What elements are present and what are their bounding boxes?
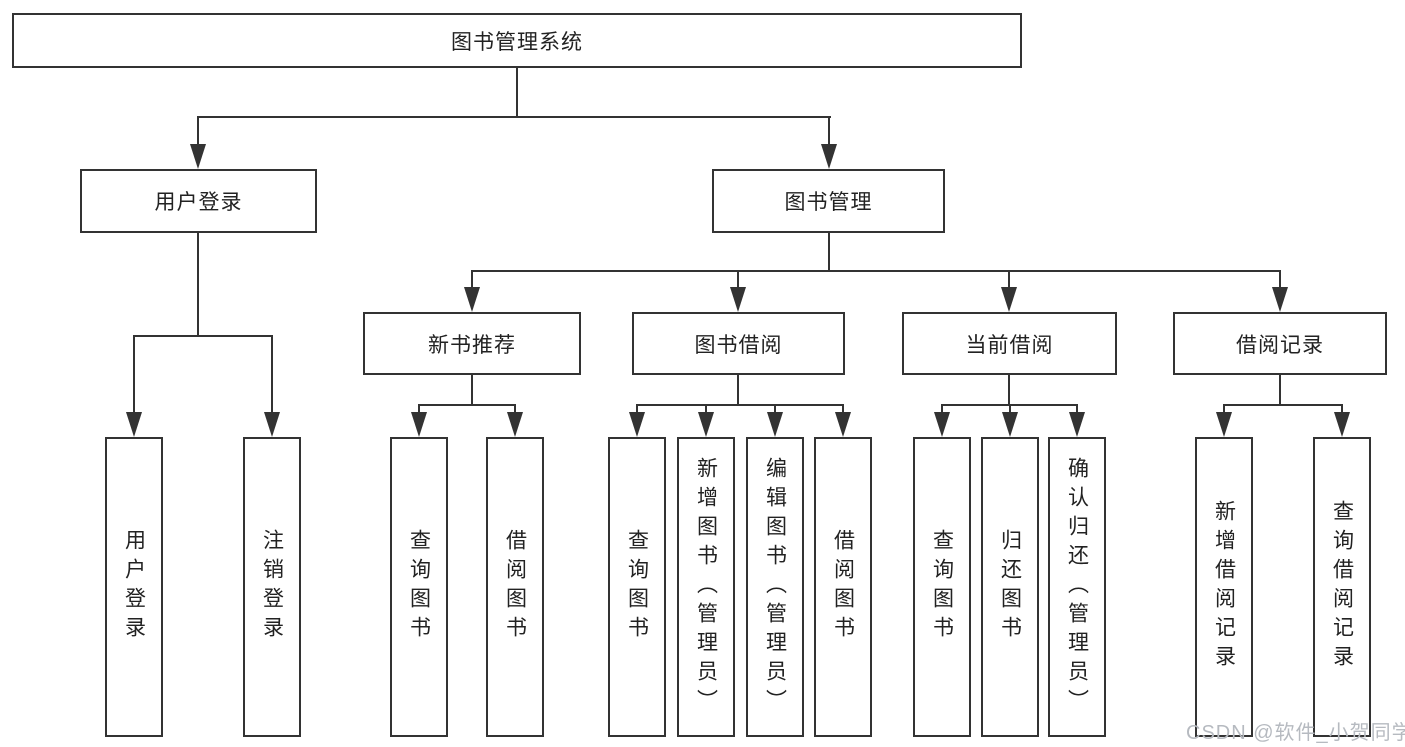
leaf-logout: 注销登录: [243, 437, 301, 737]
leaf-label: 借阅图书: [503, 529, 527, 645]
leaf-add-book-admin: 新增图书（管理员）: [677, 437, 735, 737]
leaf-add-borrow-record: 新增借阅记录: [1195, 437, 1253, 737]
leaf-borrow-books-borrowing: 借阅图书: [814, 437, 872, 737]
arrowhead-down-icon: [411, 412, 427, 437]
node-user-login: 用户登录: [80, 169, 317, 233]
connector-stem: [1008, 375, 1010, 406]
node-label: 图书管理: [784, 191, 873, 214]
arrowhead-down-icon: [767, 412, 783, 437]
connector-shaft: [1008, 270, 1010, 288]
node-new-book-recommendation: 新书推荐: [363, 312, 581, 375]
watermark: CSDN @软件_小贺同学: [1186, 722, 1405, 744]
connector-book-mgmt-shaft: [828, 116, 830, 146]
node-label: 图书借阅: [694, 333, 783, 357]
connector-leaf-shaft: [1076, 404, 1078, 414]
arrowhead-down-icon: [835, 412, 851, 437]
connector-leaf-shaft: [941, 404, 943, 414]
arrowhead-down-icon: [698, 412, 714, 437]
connector-level1-bar: [197, 116, 831, 118]
node-library-management-system: 图书管理系统: [12, 13, 1022, 68]
leaf-label: 归还图书: [998, 529, 1022, 645]
connector-book-mgmt-stem: [828, 233, 830, 272]
connector-stem: [471, 375, 473, 406]
arrowhead-down-icon: [821, 144, 837, 169]
node-book-borrowing: 图书借阅: [632, 312, 845, 375]
arrowhead-down-icon: [1002, 412, 1018, 437]
leaf-label: 借阅图书: [831, 529, 855, 645]
arrowhead-down-icon: [629, 412, 645, 437]
arrowhead-down-icon: [464, 287, 480, 312]
leaf-label: 确认归还（管理员）: [1065, 456, 1089, 718]
arrowhead-down-icon: [507, 412, 523, 437]
leaf-query-books-recommend: 查询图书: [390, 437, 448, 737]
arrowhead-down-icon: [1069, 412, 1085, 437]
leaf-label: 查询图书: [930, 529, 954, 645]
arrowhead-down-icon: [1334, 412, 1350, 437]
leaf-label: 编辑图书（管理员）: [763, 456, 787, 718]
connector-leaf-shaft: [774, 404, 776, 414]
connector-shaft: [737, 270, 739, 288]
node-label: 当前借阅: [965, 333, 1054, 357]
connector-leaf-shaft: [271, 335, 273, 413]
connector-leaf-shaft: [636, 404, 638, 414]
node-label: 图书管理系统: [451, 30, 583, 54]
leaf-edit-book-admin: 编辑图书（管理员）: [746, 437, 804, 737]
leaf-query-books-current: 查询图书: [913, 437, 971, 737]
connector-user-login-bar: [133, 335, 273, 337]
connector-leaf-shaft: [705, 404, 707, 414]
arrowhead-down-icon: [190, 144, 206, 169]
connector-leaf-shaft: [842, 404, 844, 414]
node-borrowing-records: 借阅记录: [1173, 312, 1387, 375]
connector-user-login-stem: [197, 233, 199, 337]
leaf-return-book: 归还图书: [981, 437, 1039, 737]
node-label: 新书推荐: [428, 333, 516, 357]
arrowhead-down-icon: [1272, 287, 1288, 312]
connector-shaft: [471, 270, 473, 288]
connector-leaf-shaft: [1341, 404, 1343, 414]
arrowhead-down-icon: [730, 287, 746, 312]
leaf-label: 新增借阅记录: [1212, 500, 1236, 674]
leaf-label: 新增图书（管理员）: [694, 456, 718, 718]
connector-leaf-shaft: [133, 335, 135, 413]
leaf-label: 查询图书: [625, 529, 649, 645]
connector-leaf-shaft: [418, 404, 420, 414]
node-label: 借阅记录: [1236, 333, 1324, 357]
connector-shaft: [1279, 270, 1281, 288]
node-book-management: 图书管理: [712, 169, 945, 233]
leaf-label: 查询图书: [407, 529, 431, 645]
connector-leaf-shaft: [514, 404, 516, 414]
connector-user-login-shaft: [197, 116, 199, 146]
leaf-label: 用户登录: [122, 529, 146, 645]
connector-bar: [1223, 404, 1343, 406]
connector-leaf-shaft: [1009, 404, 1011, 414]
connector-leaf-shaft: [1223, 404, 1225, 414]
connector-root-stem: [516, 68, 518, 118]
node-label: 用户登录: [154, 191, 243, 214]
arrowhead-down-icon: [264, 412, 280, 437]
connector-level2-bar: [471, 270, 1281, 272]
connector-stem: [737, 375, 739, 406]
connector-bar: [418, 404, 516, 406]
arrowhead-down-icon: [1216, 412, 1232, 437]
arrowhead-down-icon: [934, 412, 950, 437]
node-current-borrowing: 当前借阅: [902, 312, 1117, 375]
leaf-confirm-return-admin: 确认归还（管理员）: [1048, 437, 1106, 737]
arrowhead-down-icon: [126, 412, 142, 437]
arrowhead-down-icon: [1001, 287, 1017, 312]
leaf-user-login: 用户登录: [105, 437, 163, 737]
leaf-label: 注销登录: [260, 529, 284, 645]
connector-bar: [636, 404, 844, 406]
leaf-borrow-books-recommend: 借阅图书: [486, 437, 544, 737]
leaf-query-borrow-record: 查询借阅记录: [1313, 437, 1371, 737]
connector-stem: [1279, 375, 1281, 406]
leaf-query-books-borrowing: 查询图书: [608, 437, 666, 737]
leaf-label: 查询借阅记录: [1330, 500, 1354, 674]
